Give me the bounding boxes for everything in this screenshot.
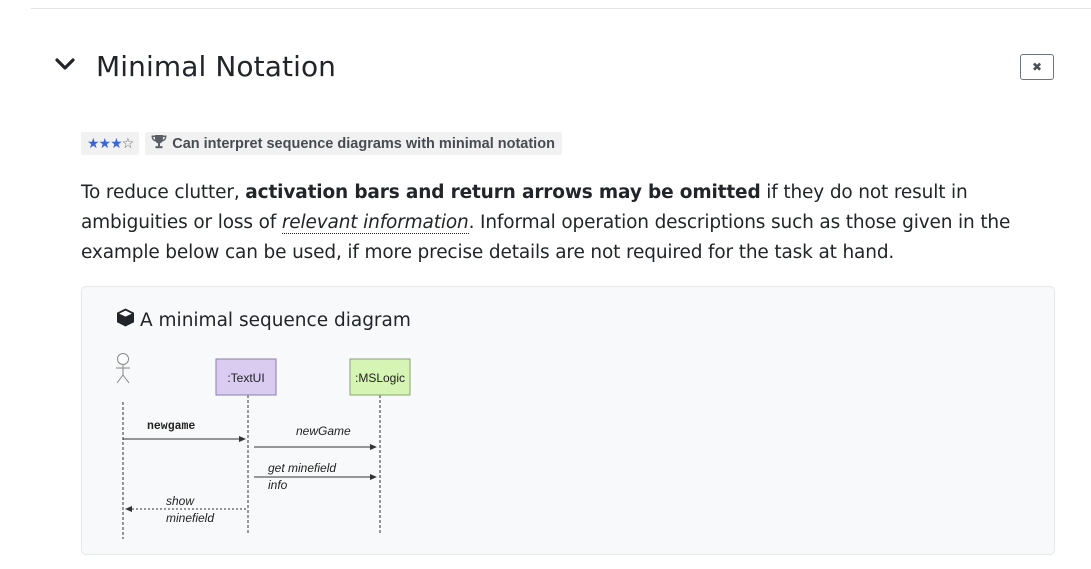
trophy-icon [151, 134, 167, 153]
tooltip-term-text: relevant information [281, 212, 469, 233]
outcome-badge-row: ★★★☆ Can interpret sequence diagrams wit… [81, 132, 562, 155]
para-bold-text: activation bars and return arrows may be… [245, 182, 761, 203]
textui-participant-label: :TextUI [227, 371, 264, 385]
rating-stars-empty: ☆ [121, 135, 135, 152]
actor-icon [116, 353, 130, 384]
message-info: info [268, 478, 288, 492]
example-caption-text: A minimal sequence diagram [140, 309, 411, 331]
message-show: show [166, 494, 195, 508]
example-caption: A minimal sequence diagram [115, 307, 411, 333]
rating-stars-filled: ★★★ [87, 135, 123, 152]
para-text-1: To reduce clutter, [81, 182, 246, 203]
para-text-2: if they do not result in ambiguities or … [81, 182, 968, 233]
message-minefield: minefield [166, 511, 214, 525]
mslogic-participant-label: :MSLogic [355, 371, 405, 385]
message-newGame: newGame [296, 424, 351, 438]
example-box: A minimal sequence diagram :TextUI :MSLo… [81, 286, 1055, 555]
close-button[interactable]: ✖ [1020, 54, 1054, 80]
top-divider [31, 8, 1091, 9]
section-title: Minimal Notation [96, 50, 337, 83]
textui-participant-box [215, 358, 277, 396]
mslogic-participant-box [349, 358, 411, 396]
chevron-down-icon[interactable] [54, 56, 76, 72]
rating-stars: ★★★☆ [81, 132, 140, 155]
body-paragraph: To reduce clutter, activation bars and r… [81, 178, 1059, 268]
message-get-minefield: get minefield [268, 461, 336, 475]
close-icon: ✖ [1031, 60, 1043, 74]
outcome-text: Can interpret sequence diagrams with min… [172, 135, 555, 152]
para-text-3: . Informal operation descriptions such a… [81, 212, 1011, 263]
tooltip-term[interactable]: relevant information [281, 212, 469, 234]
sequence-diagram: :TextUI :MSLogic newgame newGame get min… [116, 353, 411, 539]
message-newgame: newgame [147, 420, 195, 433]
box-icon [115, 307, 140, 333]
outcome-badge: Can interpret sequence diagrams with min… [145, 132, 562, 155]
